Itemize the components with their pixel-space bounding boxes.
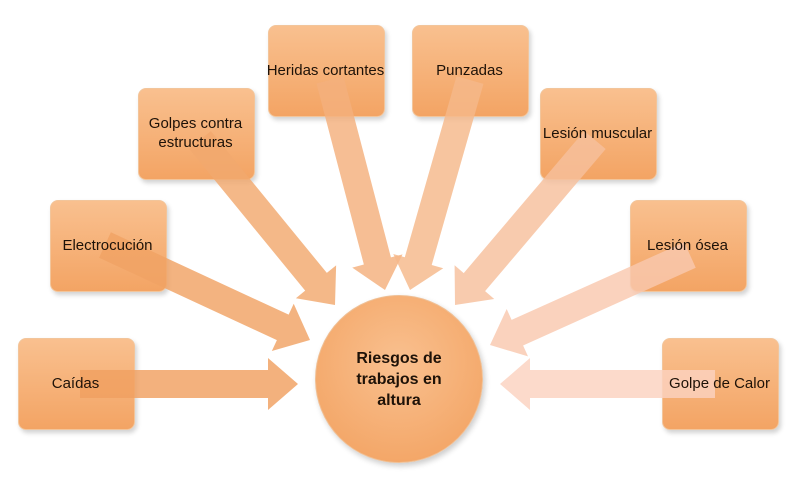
arrow-lesion-muscular bbox=[454, 130, 606, 305]
risk-label-lesion-muscular: Lesión muscular bbox=[542, 124, 653, 142]
arrow-lesion-osea bbox=[490, 242, 696, 357]
arrow-heridas-cortantes bbox=[316, 76, 403, 290]
risk-label-electrocucion: Electrocución bbox=[62, 236, 153, 254]
arrow-golpe-de-calor bbox=[500, 358, 715, 410]
risk-label-golpes-contra-estructuras: Golpes contra estructuras bbox=[148, 115, 243, 151]
arrow-punzadas bbox=[393, 76, 484, 291]
center-label: Riesgos de trabajos en altura bbox=[356, 349, 442, 409]
risk-label-caidas: Caídas bbox=[51, 374, 100, 392]
arrow-electrocucion bbox=[99, 232, 310, 351]
risk-label-punzadas: Punzadas bbox=[436, 61, 503, 79]
arrow-golpes-contra-estructuras bbox=[189, 131, 337, 305]
risk-label-lesion-osea: Lesión ósea bbox=[647, 236, 728, 254]
arrow-caidas bbox=[80, 358, 298, 410]
risk-label-heridas-cortantes: Heridas cortantes bbox=[266, 61, 385, 79]
risk-label-golpe-de-calor: Golpe de Calor bbox=[669, 374, 770, 392]
center-node: Riesgos de trabajos en altura bbox=[315, 295, 483, 463]
